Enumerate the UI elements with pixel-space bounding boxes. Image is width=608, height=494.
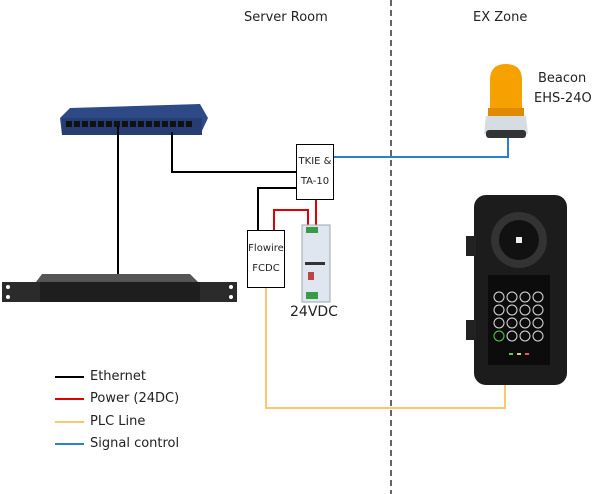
zone-label-ex-zone: EX Zone bbox=[473, 10, 528, 25]
zone-label-server-room: Server Room bbox=[244, 10, 328, 25]
rack-server bbox=[2, 274, 237, 302]
signal-control-line bbox=[334, 137, 509, 158]
tkie-ta10-box: TKIE & TA-10 bbox=[296, 144, 334, 200]
beacon-label: Beacon bbox=[538, 71, 587, 86]
power-lines bbox=[273, 200, 317, 230]
legend-swatches bbox=[55, 376, 84, 445]
network-switch bbox=[60, 104, 208, 135]
ethernet-lines bbox=[117, 127, 297, 274]
beacon-model-label: EHS-24O bbox=[534, 91, 592, 106]
flowire-label-line1: Flowire bbox=[248, 243, 284, 254]
tkie-label-line1: TKIE & bbox=[298, 156, 332, 167]
intercom-image bbox=[466, 195, 567, 385]
beacon-image bbox=[484, 64, 528, 138]
tkie-label-line2: TA-10 bbox=[300, 176, 330, 187]
legend-plc: PLC Line bbox=[90, 414, 146, 429]
flowire-fcdc-box: Flowire FCDC bbox=[247, 230, 285, 288]
legend-signal: Signal control bbox=[90, 436, 180, 451]
psu-24vdc bbox=[301, 224, 331, 303]
flowire-label-line2: FCDC bbox=[252, 263, 280, 274]
plc-line bbox=[265, 288, 506, 409]
psu-label: 24VDC bbox=[290, 304, 338, 320]
legend-ethernet: Ethernet bbox=[90, 369, 146, 384]
legend-power: Power (24DC) bbox=[90, 391, 180, 406]
